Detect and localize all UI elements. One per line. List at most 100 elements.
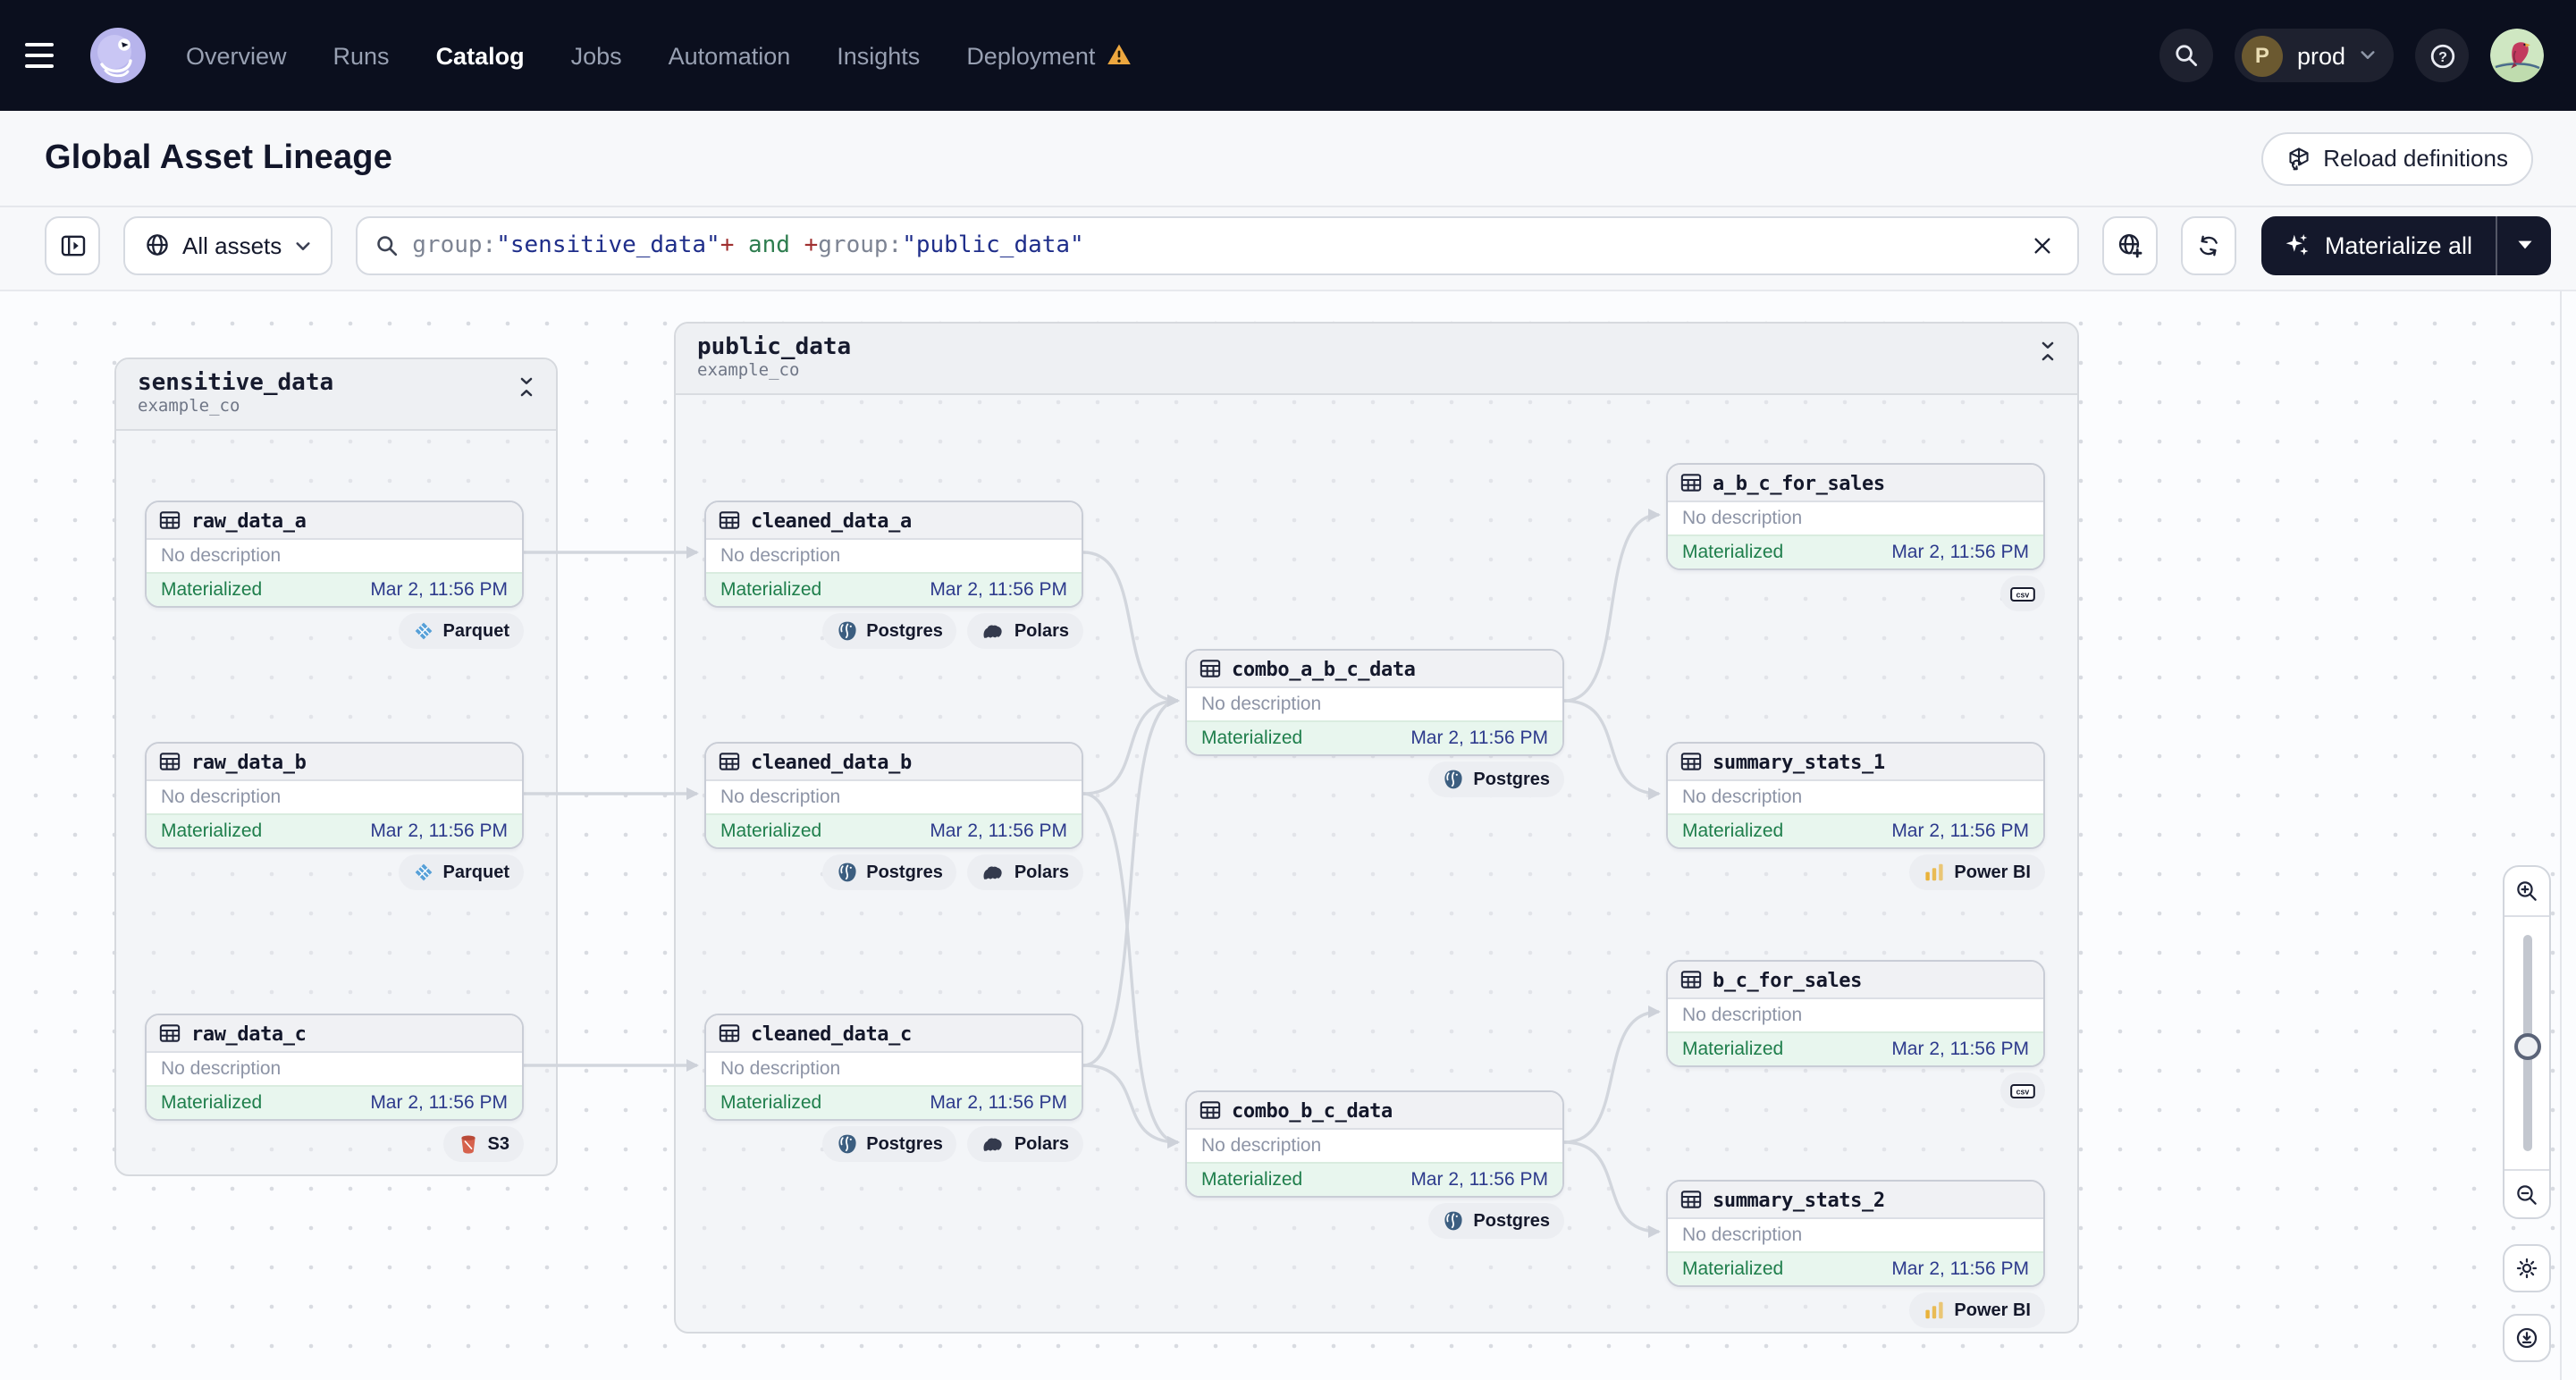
postgres-icon xyxy=(836,1133,857,1155)
kind-badges-row: Postgres xyxy=(1185,762,1564,797)
graph-settings-button[interactable] xyxy=(2503,1244,2551,1292)
kind-badge-csv[interactable]: csv xyxy=(2000,1073,2045,1108)
asset-name: cleaned_data_b xyxy=(751,750,912,773)
download-image-button[interactable] xyxy=(2503,1314,2551,1362)
materialize-options-caret[interactable] xyxy=(2497,215,2551,274)
badge-label: Power BI xyxy=(1954,862,2031,882)
nav-item-automation[interactable]: Automation xyxy=(669,42,791,69)
user-avatar[interactable] xyxy=(2490,29,2544,82)
badge-label: Polars xyxy=(1014,1134,1069,1154)
kind-badges-row: Power BI xyxy=(1666,1292,2045,1328)
materialization-timestamp: Mar 2, 11:56 PM xyxy=(930,579,1067,601)
canvas-right-divider xyxy=(2560,291,2562,1380)
zoom-slider-handle[interactable] xyxy=(2513,1033,2540,1061)
nav-item-label: Automation xyxy=(668,42,791,69)
nav-item-overview[interactable]: Overview xyxy=(186,42,287,69)
collapse-group-icon[interactable] xyxy=(518,370,535,399)
polars-icon xyxy=(982,621,1006,641)
s3-icon xyxy=(458,1133,479,1155)
asset-description: No description xyxy=(161,545,282,567)
kind-badges-row: csv xyxy=(1666,576,2045,611)
materialization-timestamp: Mar 2, 11:56 PM xyxy=(1410,728,1548,749)
kind-badge-parquet[interactable]: Parquet xyxy=(398,854,524,890)
materialization-timestamp: Mar 2, 11:56 PM xyxy=(370,1092,508,1114)
asset-scope-label: All assets xyxy=(182,231,282,258)
clear-search-icon[interactable] xyxy=(2025,227,2060,263)
kind-badge-postgres[interactable]: Postgres xyxy=(1428,1203,1564,1239)
zoom-out-button[interactable] xyxy=(2504,1169,2549,1217)
zoom-slider[interactable] xyxy=(2504,917,2549,1169)
badge-label: Parquet xyxy=(442,621,509,641)
zoom-panel xyxy=(2503,865,2551,1219)
button-divider xyxy=(2496,215,2497,274)
reload-definitions-button[interactable]: Reload definitions xyxy=(2260,131,2533,185)
dagster-logo[interactable] xyxy=(89,27,147,84)
kind-badge-parquet[interactable]: Parquet xyxy=(398,613,524,649)
postgres-icon xyxy=(1443,769,1464,790)
nav-item-runs[interactable]: Runs xyxy=(333,42,390,69)
collapse-group-icon[interactable] xyxy=(2040,334,2056,363)
query-token: and xyxy=(734,231,804,258)
asset-name: combo_b_c_data xyxy=(1232,1098,1393,1122)
refresh-button[interactable] xyxy=(2181,215,2237,274)
environment-switcher[interactable]: P prod xyxy=(2234,29,2394,82)
materialized-status: Materialized xyxy=(161,1092,263,1114)
kind-badge-postgres[interactable]: Postgres xyxy=(821,1126,957,1162)
help-icon[interactable]: ? xyxy=(2415,29,2469,82)
kind-badge-postgres[interactable]: Postgres xyxy=(1428,762,1564,797)
kind-badge-polars[interactable]: Polars xyxy=(967,1126,1083,1162)
materialize-all-button[interactable]: Materialize all xyxy=(2262,215,2496,274)
table-icon xyxy=(159,751,181,772)
kind-badge-powerbi[interactable]: Power BI xyxy=(1909,1292,2045,1328)
kind-badge-polars[interactable]: Polars xyxy=(967,613,1083,649)
materialize-all-split-button: Materialize all xyxy=(2261,215,2551,274)
nav-item-deployment[interactable]: Deployment xyxy=(966,42,1131,69)
open-sidebar-panel-button[interactable] xyxy=(45,215,100,274)
kind-badge-s3[interactable]: S3 xyxy=(442,1126,524,1162)
kind-badge-csv[interactable]: csv xyxy=(2000,576,2045,611)
group-name: sensitive_data xyxy=(138,370,334,397)
nav-item-insights[interactable]: Insights xyxy=(837,42,920,69)
materialized-status: Materialized xyxy=(720,1092,822,1114)
view-graph-in-catalog-button[interactable] xyxy=(2102,215,2159,274)
search-icon[interactable] xyxy=(2159,29,2213,82)
kind-badge-postgres[interactable]: Postgres xyxy=(821,613,957,649)
asset-name: raw_data_c xyxy=(191,1022,307,1045)
asset-name: a_b_c_for_sales xyxy=(1713,471,1885,494)
svg-text:csv: csv xyxy=(2016,590,2030,599)
materialization-timestamp: Mar 2, 11:56 PM xyxy=(1891,1258,2029,1280)
warning-icon xyxy=(1106,43,1131,66)
zoom-in-button[interactable] xyxy=(2504,867,2549,917)
powerbi-icon xyxy=(1924,862,1945,883)
group-repo: example_co xyxy=(138,397,240,417)
kind-badge-polars[interactable]: Polars xyxy=(967,854,1083,890)
page-header: Global Asset Lineage Reload definitions xyxy=(0,111,2576,207)
asset-name: cleaned_data_c xyxy=(751,1022,912,1045)
kind-badge-powerbi[interactable]: Power BI xyxy=(1909,854,2045,890)
asset-search-input[interactable]: group:"sensitive_data"+ and +group:"publ… xyxy=(355,215,2080,274)
asset-scope-selector[interactable]: All assets xyxy=(123,215,333,274)
kind-badge-postgres[interactable]: Postgres xyxy=(821,854,957,890)
nav-item-catalog[interactable]: Catalog xyxy=(436,42,525,69)
asset-node-header: raw_data_a xyxy=(147,502,522,540)
hamburger-menu-icon[interactable] xyxy=(25,32,72,79)
query-token: group: xyxy=(412,231,497,258)
asset-name: b_c_for_sales xyxy=(1713,968,1862,991)
nav-item-jobs[interactable]: Jobs xyxy=(571,42,622,69)
